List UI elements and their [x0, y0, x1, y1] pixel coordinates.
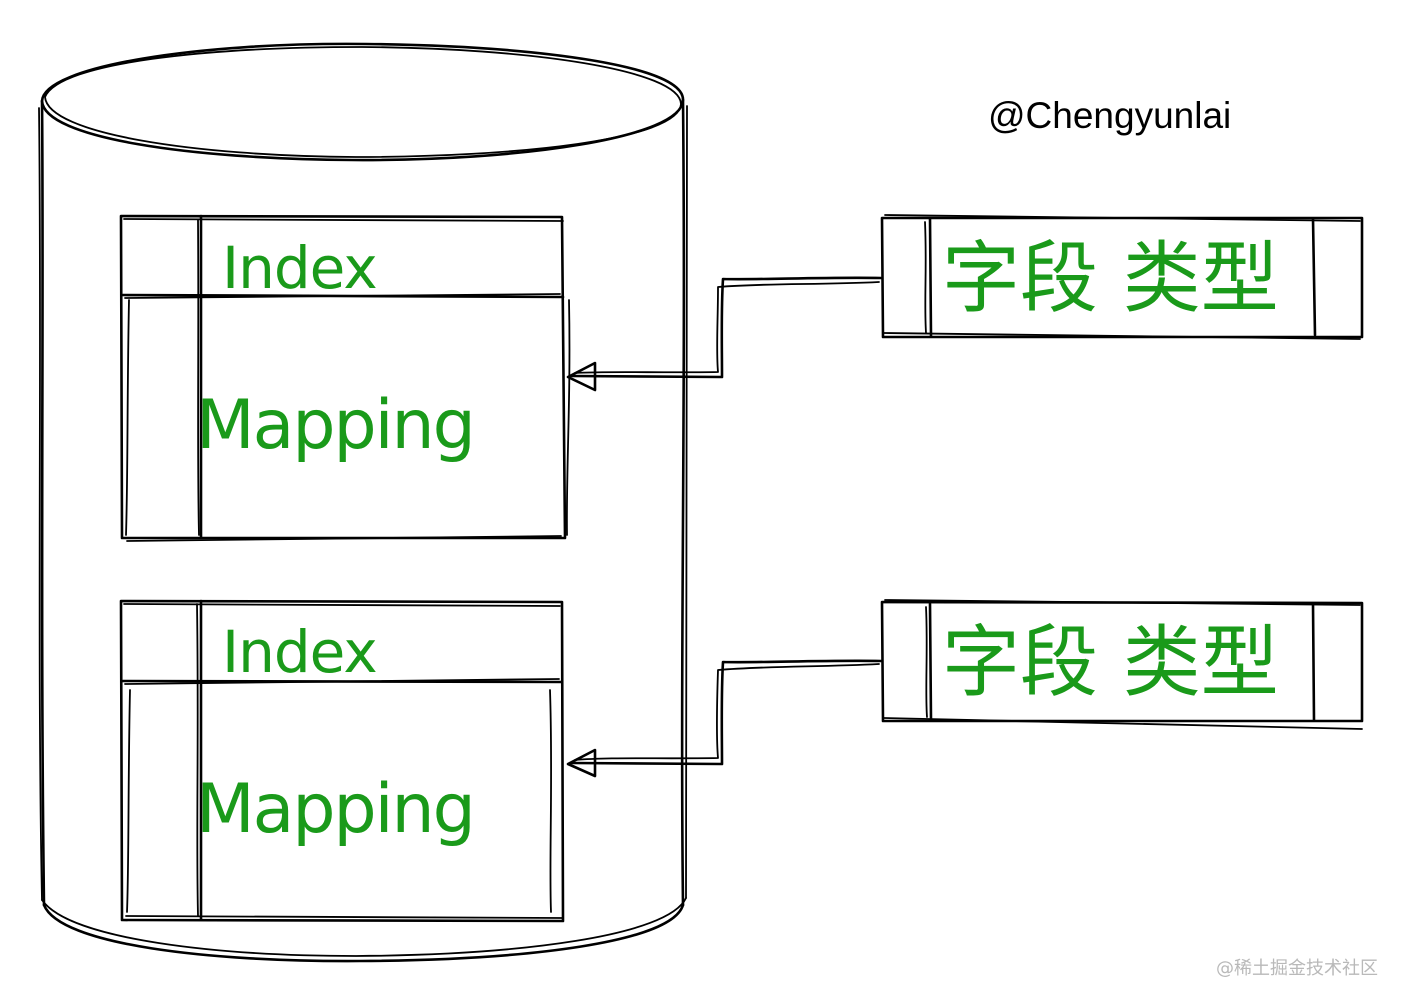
field-type-label: 字段 类型: [942, 234, 1279, 324]
field-box-2-left-divider-stroke: [925, 606, 928, 718]
connector-2-line-stroke: [574, 663, 880, 761]
cylinder-bottom-curve-stroke: [41, 897, 687, 957]
field-box-2-right-divider: [1311, 602, 1316, 722]
field-type-label: 字段 类型: [942, 618, 1279, 708]
index-box-2-outline: [119, 599, 565, 923]
index-box-1-inner-left-edge: [125, 299, 130, 536]
database-cylinder: [38, 42, 689, 963]
connector-2-arrowhead: [566, 748, 597, 778]
index-box-1-outline-stroke: [123, 218, 571, 542]
field-box-1-right-divider: [1311, 217, 1317, 337]
cylinder-top-ellipse-stroke: [44, 46, 682, 158]
index-box-2: Index Mapping: [119, 599, 565, 923]
index-box-1: Index Mapping: [119, 214, 571, 542]
mapping-label: Mapping: [196, 386, 474, 465]
cylinder-left-wall: [40, 99, 46, 907]
connector-2-line: [570, 659, 883, 766]
field-box-1-left-divider-stroke: [924, 221, 927, 334]
connector-1-line-stroke: [574, 281, 880, 374]
index-box-2-inner-left-edge: [126, 689, 131, 913]
cylinder-right-wall-stroke: [684, 105, 689, 899]
connector-1: [566, 276, 883, 392]
cylinder-left-wall-stroke: [38, 107, 43, 901]
field-box-1-outline: [880, 216, 1364, 339]
field-box-1-outline-stroke: [883, 214, 1361, 340]
index-box-1-column-divider-stroke: [197, 219, 200, 536]
field-box-2: 字段 类型: [880, 599, 1364, 730]
author-credit: @Chengyunlai: [988, 95, 1231, 136]
index-box-2-column-divider-stroke: [196, 603, 199, 917]
mapping-label: Mapping: [196, 770, 474, 849]
cylinder-right-wall: [680, 98, 686, 907]
field-box-1: 字段 类型: [880, 214, 1364, 340]
connector-1-line: [570, 276, 883, 379]
cylinder-bottom-curve: [42, 903, 685, 963]
field-box-2-outline-stroke: [883, 599, 1363, 730]
index-label: Index: [222, 618, 377, 686]
field-box-1-left-divider: [928, 217, 933, 338]
connector-1-arrowhead: [566, 361, 597, 392]
field-box-2-left-divider: [928, 602, 933, 722]
connector-2: [566, 659, 883, 778]
index-label: Index: [222, 234, 377, 302]
index-box-1-outline: [119, 214, 567, 540]
watermark: @稀土掘金技术社区: [1216, 958, 1378, 979]
